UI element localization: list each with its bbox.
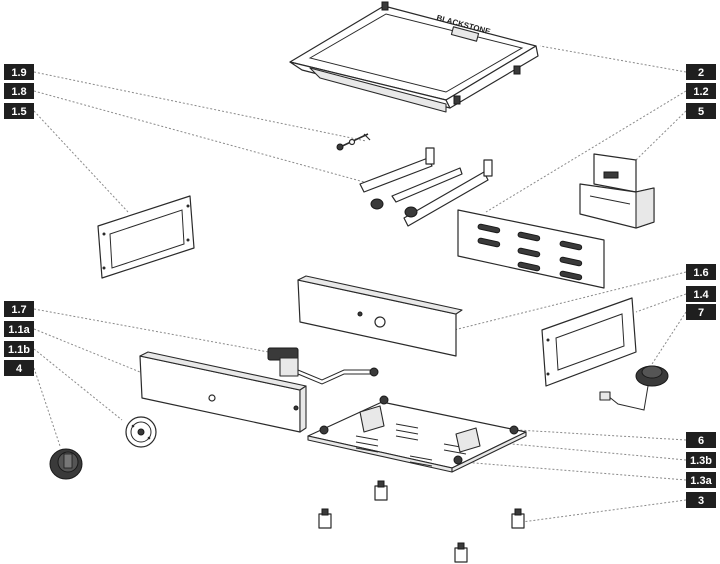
valve-manifold-part (267, 347, 379, 385)
callout-label-1-4: 1.4 (686, 286, 716, 302)
callout-label-1-9: 1.9 (4, 64, 34, 80)
svg-text:1.9: 1.9 (11, 67, 26, 79)
callout-label-1-3a: 1.3a (686, 472, 716, 488)
burner-tubes-part (359, 147, 493, 227)
callout-label-1-3b: 1.3b (686, 452, 716, 468)
svg-text:1.8: 1.8 (11, 86, 26, 98)
base-plate-part (307, 401, 527, 473)
svg-text:1.4: 1.4 (693, 289, 709, 301)
dial-bezel-part (125, 416, 157, 448)
svg-text:1.3a: 1.3a (690, 475, 712, 487)
svg-text:1.2: 1.2 (693, 86, 708, 98)
feet-part (318, 480, 525, 563)
svg-text:5: 5 (698, 106, 704, 118)
callout-label-1-6: 1.6 (686, 264, 716, 280)
front-panel-part (297, 275, 463, 357)
svg-text:1.5: 1.5 (11, 106, 26, 118)
callout-label-1-7: 1.7 (4, 301, 34, 317)
heat-shield-part (457, 209, 605, 289)
igniter-pin-part (336, 133, 371, 151)
svg-text:7: 7 (698, 307, 704, 319)
svg-text:6: 6 (698, 435, 704, 447)
callout-label-1-1a: 1.1a (4, 321, 34, 337)
callout-label-7: 7 (686, 304, 716, 320)
callout-label-1-5: 1.5 (4, 103, 34, 119)
grease-cup-part (579, 153, 655, 229)
svg-text:1.3b: 1.3b (690, 455, 712, 467)
callout-label-6: 6 (686, 432, 716, 448)
svg-text:3: 3 (698, 495, 704, 507)
regulator-part (599, 365, 669, 411)
griddle-top-part: BLACKSTONE (289, 1, 539, 113)
svg-text:2: 2 (698, 67, 704, 79)
control-knob-part (49, 448, 83, 480)
callout-label-1-2: 1.2 (686, 83, 716, 99)
svg-text:1.7: 1.7 (11, 304, 26, 316)
callout-label-4: 4 (4, 360, 34, 376)
svg-text:1.1a: 1.1a (8, 324, 30, 336)
svg-text:1.6: 1.6 (693, 267, 708, 279)
right-side-panel-part (541, 297, 637, 387)
left-side-panel-part (97, 195, 195, 279)
screws-part (319, 395, 519, 465)
callout-label-1-1b: 1.1b (4, 341, 34, 357)
callout-label-3: 3 (686, 492, 716, 508)
callout-label-5: 5 (686, 103, 716, 119)
control-panel-part (139, 351, 307, 433)
callout-label-1-8: 1.8 (4, 83, 34, 99)
svg-text:4: 4 (16, 363, 23, 375)
leader-lines (33, 45, 687, 523)
svg-text:1.1b: 1.1b (8, 344, 30, 356)
callout-label-2: 2 (686, 64, 716, 80)
